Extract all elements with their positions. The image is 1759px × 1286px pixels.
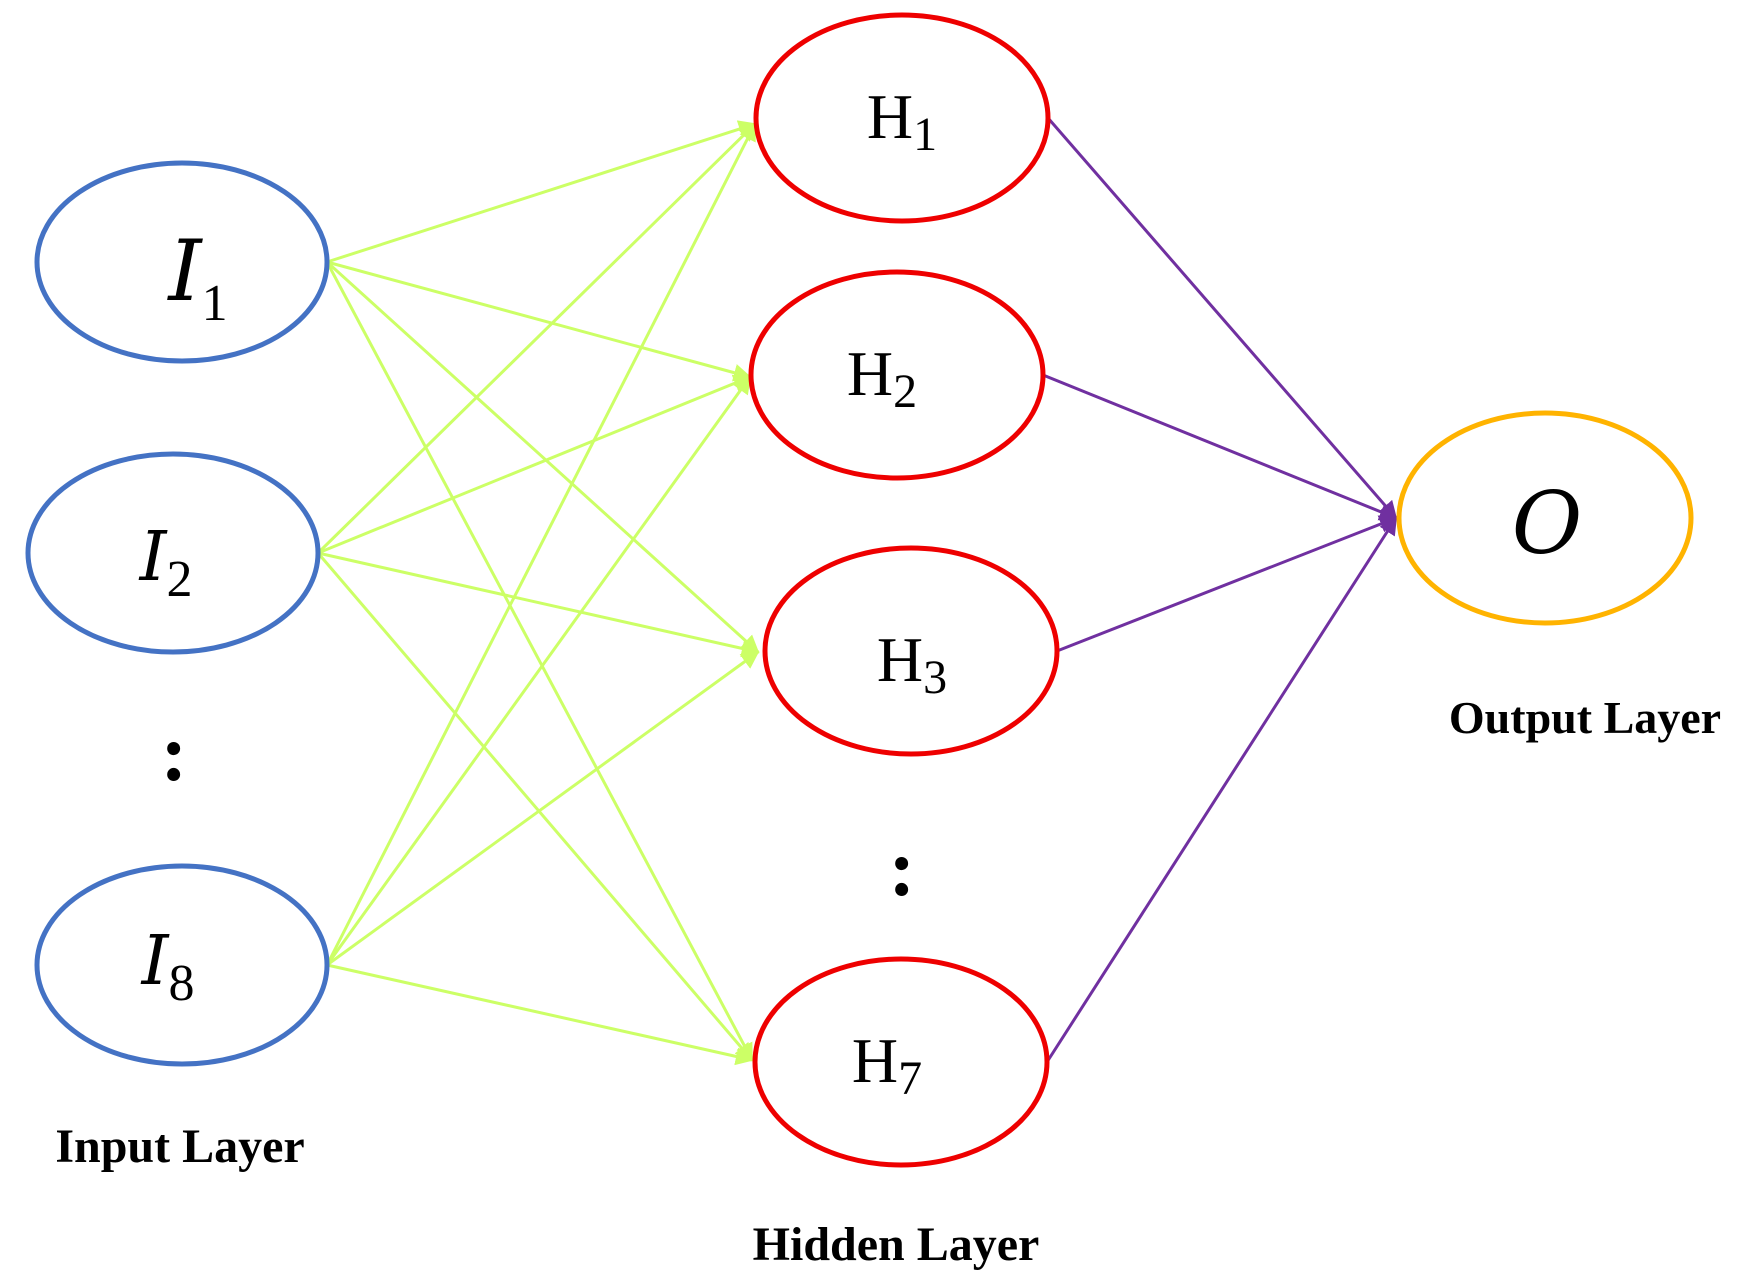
svg-text:I1: I1 <box>166 222 227 332</box>
edge-i1-h7 <box>325 261 754 1062</box>
input-node-8: I8 <box>34 863 330 1067</box>
edge-i1-h3 <box>325 260 760 654</box>
svg-text:H2: H2 <box>847 338 917 418</box>
input-layer-label: Input Layer <box>55 1120 304 1173</box>
hidden-node-3-subscript: 3 <box>923 651 947 704</box>
edge-i8-h1 <box>325 122 757 966</box>
svg-text:H7: H7 <box>852 1025 922 1105</box>
hidden-node-2-subscript: 2 <box>893 365 917 418</box>
edge-i2-h3 <box>317 551 760 658</box>
hidden-layer: H1 H2 H3 H7 : Hidden Layer <box>748 12 1060 1271</box>
output-layer-label: Output Layer <box>1449 692 1721 743</box>
hidden-node-3-letter: H <box>877 624 923 695</box>
svg-text:I2: I2 <box>138 518 193 608</box>
hidden-node-2: H2 <box>748 269 1046 481</box>
hidden-node-2-letter: H <box>847 338 893 409</box>
edge-i2-h1 <box>316 122 757 555</box>
hidden-node-1-letter: H <box>867 81 913 152</box>
hidden-node-1-subscript: 1 <box>913 108 937 161</box>
output-node-letter: O <box>1512 474 1583 574</box>
hidden-layer-label: Hidden Layer <box>753 1218 1040 1271</box>
input-node-8-subscript: 8 <box>168 955 194 1012</box>
edge-i1-h1 <box>326 120 757 264</box>
edge-i8-h7 <box>326 963 754 1066</box>
hidden-ellipsis: : <box>889 825 916 913</box>
output-layer: O Output Layer <box>1396 410 1721 743</box>
edge-h1-o <box>1046 117 1398 520</box>
hidden-output-connections <box>1042 117 1398 1063</box>
edge-h2-o <box>1042 373 1398 521</box>
input-node-1: I1 <box>34 160 330 364</box>
input-ellipsis: : <box>161 710 188 798</box>
edge-h7-o <box>1045 516 1398 1063</box>
hidden-node-3: H3 <box>762 545 1060 757</box>
input-node-2: I2 <box>25 451 321 655</box>
svg-text:H3: H3 <box>877 624 947 704</box>
edge-i1-h2 <box>326 260 752 382</box>
input-node-2-letter: I <box>138 518 168 597</box>
input-node-8-letter: I <box>140 922 170 1001</box>
edge-h3-o <box>1056 515 1398 653</box>
edge-i8-h3 <box>326 650 760 967</box>
input-hidden-connections <box>316 120 760 1066</box>
input-node-1-subscript: 1 <box>202 275 228 332</box>
input-layer: I1 I2 I8 : Input Layer <box>25 160 330 1173</box>
input-node-2-subscript: 2 <box>166 551 192 608</box>
hidden-node-1: H1 <box>753 12 1051 224</box>
edge-i2-h2 <box>317 374 752 555</box>
input-node-1-letter: I <box>166 222 203 320</box>
edge-i8-h2 <box>325 375 752 966</box>
edge-i2-h7 <box>316 552 754 1062</box>
hidden-node-7: H7 <box>752 956 1050 1168</box>
output-node: O <box>1396 410 1694 626</box>
svg-text:H1: H1 <box>867 81 937 161</box>
hidden-node-7-subscript: 7 <box>898 1052 922 1105</box>
svg-text:I8: I8 <box>140 922 195 1012</box>
hidden-node-7-letter: H <box>852 1025 898 1096</box>
